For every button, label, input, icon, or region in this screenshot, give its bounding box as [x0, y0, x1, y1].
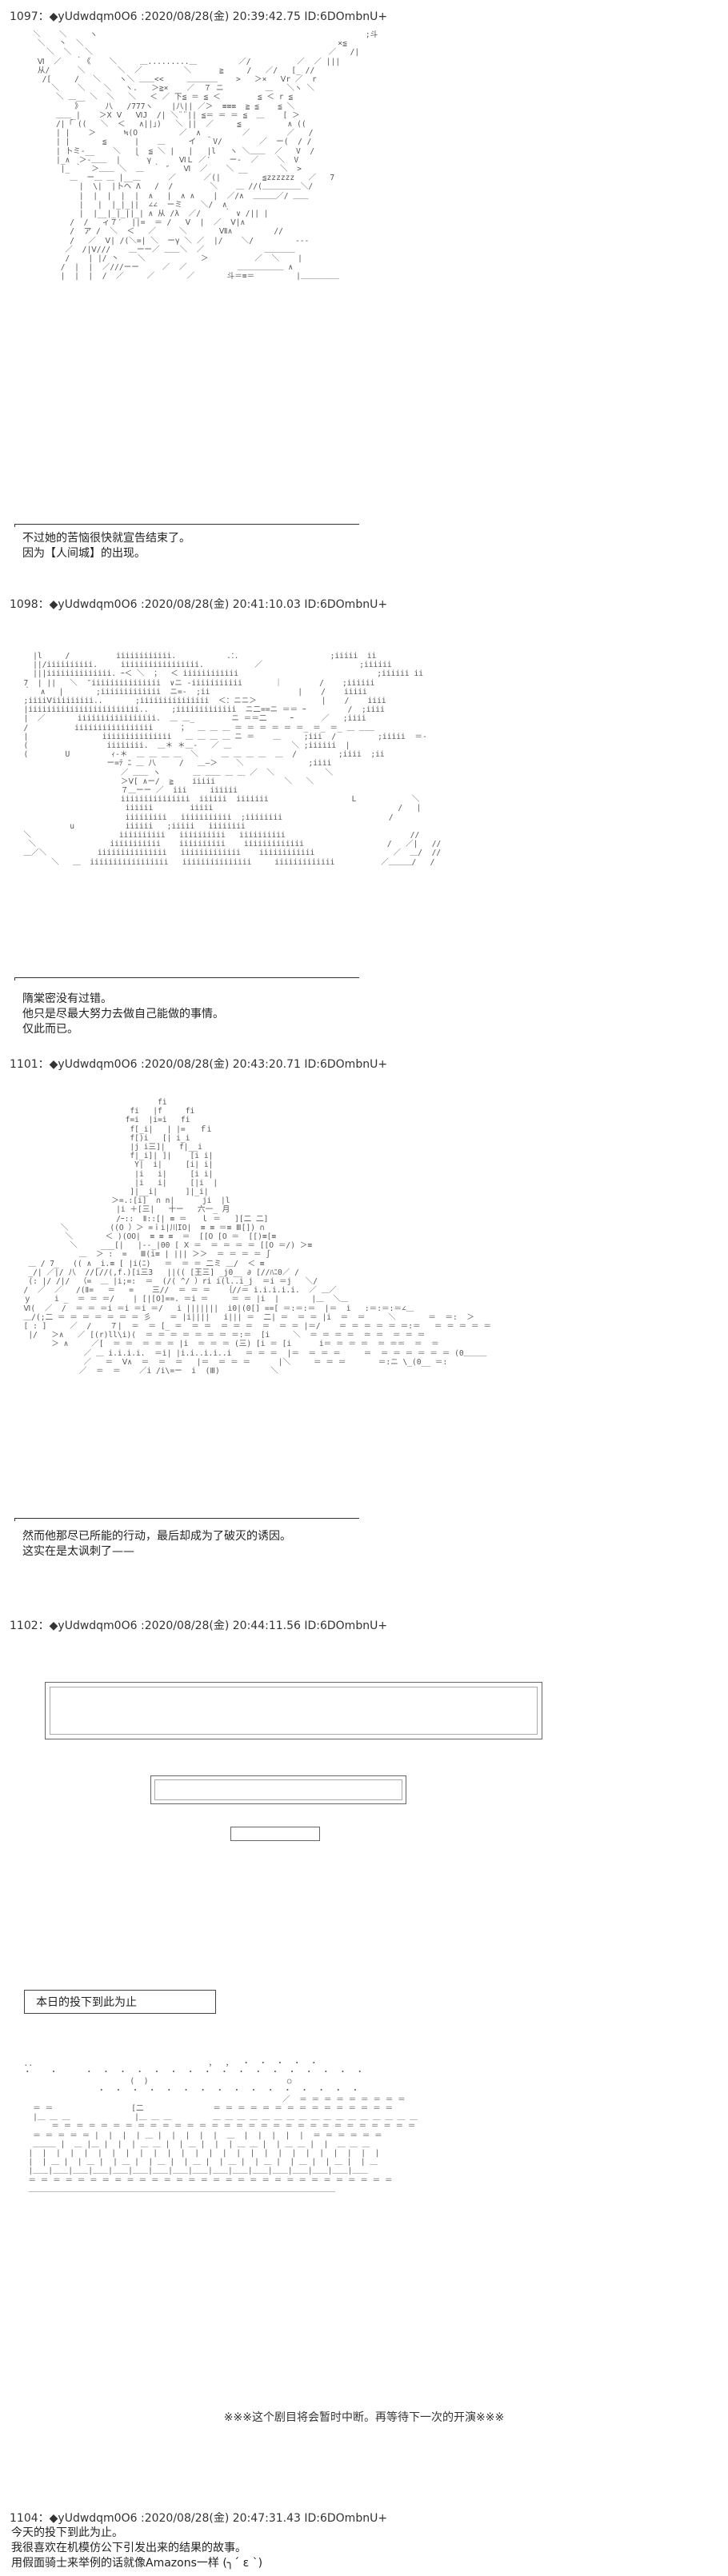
- ascii-art-1: ＼ ＼ ヽ ;斗 ＼ 丶 ＼ ×≦ ＼ ＼ ＼: [33, 30, 378, 282]
- separator: [14, 1518, 359, 1521]
- post-header-1102: 1102：◆yUdwdqm0O6 :2020/08/28(金) 20:44:11…: [10, 1617, 387, 1633]
- body-line: 隋棠密没有过错。: [22, 992, 112, 1005]
- intermission-notice: ※※※这个剧目将会暂时中断。再等待下一次的开演※※※: [223, 2411, 505, 2424]
- post-number: 1098: [10, 598, 38, 611]
- ascii-art-4: .. ， ， ・ ・ ・ ・ ・ ・ ・ ・ ・ ・ ・ ・ ・ ・ ・ ・ ・…: [23, 2059, 418, 2194]
- post-header-1097: 1097：◆yUdwdqm0O6 :2020/08/28(金) 20:39:42…: [10, 8, 387, 24]
- separator: [14, 524, 359, 527]
- post-header-1098: 1098：◆yUdwdqm0O6 :2020/08/28(金) 20:41:10…: [10, 596, 387, 612]
- body-line: 我很喜欢在机模仿公下引发出来的结果的故事。: [11, 2542, 246, 2554]
- post-header-1104: 1104：◆yUdwdqm0O6 :2020/08/28(金) 20:47:31…: [10, 2510, 387, 2526]
- post-body-1104: 今天的投下到此为止。 我很喜欢在机模仿公下引发出来的结果的故事。 用假面骑士来举…: [11, 2526, 262, 2571]
- body-line: 他只是尽最大努力去做自己能做的事情。: [22, 1008, 224, 1020]
- separator: [14, 977, 359, 980]
- body-line: 用假面骑士来举例的话就像Amazons一样 (╮ˊ ε ˋ): [11, 2557, 263, 2570]
- body-line: 这实在是太讽刺了——: [22, 1545, 134, 1558]
- post-number: 1101: [10, 1058, 38, 1071]
- frame-box-medium-inner: [154, 1779, 402, 1800]
- post-number: 1104: [10, 2512, 38, 2525]
- post-meta: ：◆yUdwdqm0O6 :2020/08/28(金) 20:39:42.75 …: [38, 10, 388, 23]
- post-meta: ：◆yUdwdqm0O6 :2020/08/28(金) 20:47:31.43 …: [38, 2512, 388, 2525]
- caption-text: 本日的投下到此为止: [36, 1996, 137, 2009]
- post-meta: ：◆yUdwdqm0O6 :2020/08/28(金) 20:43:20.71 …: [38, 1058, 388, 1071]
- post-number: 1102: [10, 1619, 38, 1632]
- body-line: 不过她的苦恼很快就宣告结束了。: [22, 532, 190, 545]
- post-body-1101: 然而他那尽已所能的行动，最后却成为了破灭的诱因。 这实在是太讽刺了——: [22, 1529, 291, 1560]
- post-meta: ：◆yUdwdqm0O6 :2020/08/28(金) 20:44:11.56 …: [38, 1619, 388, 1632]
- post-meta: ：◆yUdwdqm0O6 :2020/08/28(金) 20:41:10.03 …: [38, 598, 388, 611]
- body-line: 今天的投下到此为止。: [11, 2526, 123, 2539]
- post-body-1098: 隋棠密没有过错。 他只是尽最大努力去做自己能做的事情。 仅此而已。: [22, 992, 224, 1037]
- frame-box-small: [230, 1827, 320, 1841]
- ascii-art-2: |l / iiiiiiiiiiii. ．：． ;iiiii ii ||/iiii…: [23, 652, 442, 867]
- frame-box-large-inner: [50, 1687, 538, 1735]
- body-line: 仅此而已。: [22, 1023, 78, 1036]
- post-number: 1097: [10, 10, 38, 23]
- ascii-art-3: fi fi |f fi f=i |i=i fi f[_i| | |= ｆi f[…: [23, 1098, 491, 1376]
- post-header-1101: 1101：◆yUdwdqm0O6 :2020/08/28(金) 20:43:20…: [10, 1056, 387, 1072]
- body-line: 因为【人间城】的出现。: [22, 547, 146, 560]
- post-body-1097: 不过她的苦恼很快就宣告结束了。 因为【人间城】的出现。: [22, 531, 190, 561]
- caption-box: 本日的投下到此为止: [24, 1990, 216, 2014]
- body-line: 然而他那尽已所能的行动，最后却成为了破灭的诱因。: [22, 1530, 291, 1543]
